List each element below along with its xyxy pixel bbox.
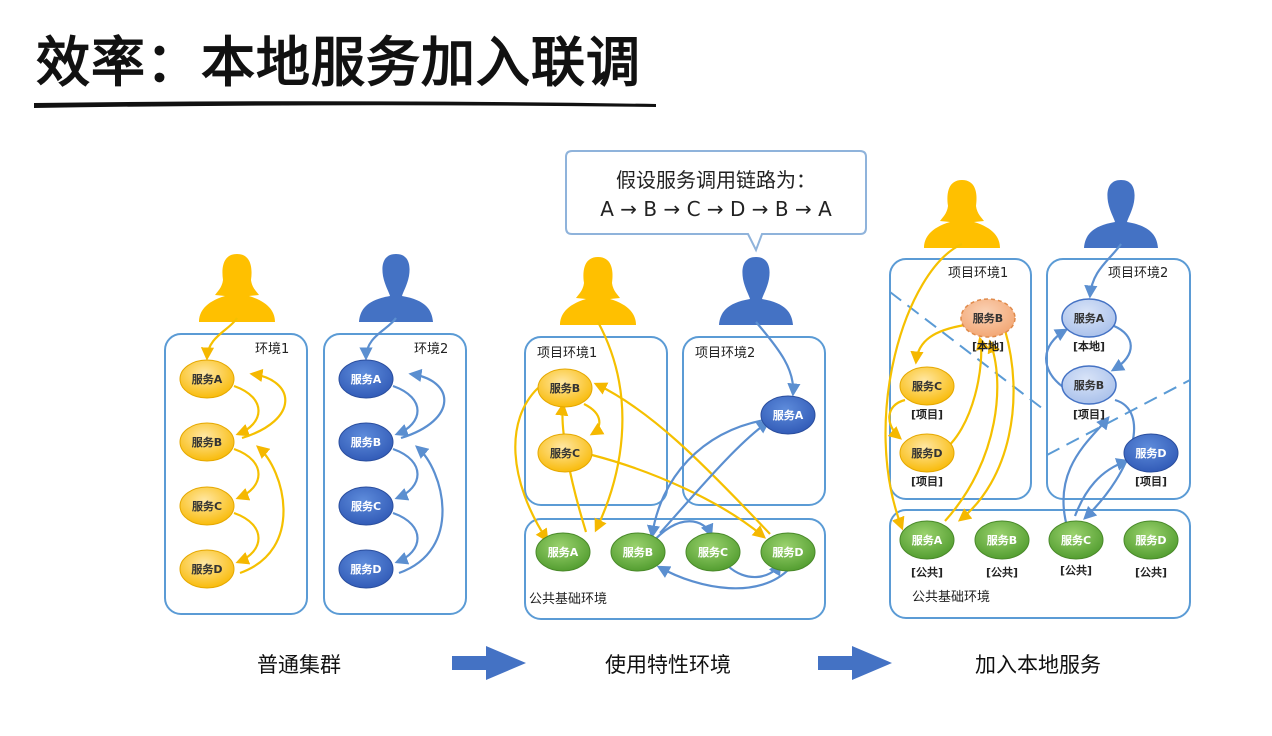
svg-text:服务B: 服务B: [1074, 378, 1104, 392]
local-base-label: 公共基础环境: [912, 590, 990, 605]
service-node[interactable]: 服务B: [179, 422, 235, 462]
env2-label: 环境2: [414, 342, 448, 357]
svg-text:服务C: 服务C: [351, 499, 381, 513]
person-icon: [1084, 180, 1158, 248]
stage-label-normal: 普通集群: [257, 653, 341, 677]
local-proj2-label: 项目环境2: [1108, 266, 1168, 281]
service-node[interactable]: 服务C: [537, 433, 593, 473]
service-tag: [公共]: [986, 565, 1018, 579]
feature-proj2-box: [682, 336, 826, 506]
arrow-right-icon: [818, 646, 892, 680]
service-tag: [项目]: [1135, 475, 1167, 488]
slide-title: 效率：本地服务加入联调: [36, 31, 641, 94]
svg-text:服务B: 服务B: [623, 545, 653, 559]
service-node[interactable]: 服务B: [1061, 365, 1117, 405]
title-underline: [34, 101, 656, 108]
local-base-box: [889, 509, 1191, 619]
svg-text:服务D: 服务D: [1135, 446, 1166, 460]
service-node[interactable]: 服务D: [760, 532, 816, 572]
svg-text:服务C: 服务C: [192, 499, 222, 513]
svg-text:服务D: 服务D: [911, 446, 942, 460]
service-node[interactable]: 服务C: [899, 366, 955, 406]
service-node-local[interactable]: 服务A: [1061, 298, 1117, 338]
svg-text:服务A: 服务A: [773, 408, 804, 422]
svg-text:服务A: 服务A: [351, 372, 382, 386]
service-tag: [项目]: [1073, 408, 1105, 421]
person-icon: [359, 254, 433, 322]
person-icon: [560, 257, 636, 325]
service-node[interactable]: 服务B: [338, 422, 394, 462]
service-node[interactable]: 服务B: [974, 520, 1030, 560]
service-node[interactable]: 服务A: [338, 359, 394, 399]
service-node[interactable]: 服务A: [760, 395, 816, 435]
svg-text:服务C: 服务C: [1061, 533, 1091, 547]
service-node[interactable]: 服务D: [899, 433, 955, 473]
service-node-local[interactable]: 服务B: [960, 298, 1016, 338]
service-node[interactable]: 服务B: [610, 532, 666, 572]
feature-base-box: [524, 518, 826, 620]
service-node[interactable]: 服务D: [338, 549, 394, 589]
service-tag: [公共]: [1135, 565, 1167, 579]
service-tag: [公共]: [911, 565, 943, 579]
service-node[interactable]: 服务C: [179, 486, 235, 526]
svg-text:服务D: 服务D: [1135, 533, 1166, 547]
svg-text:服务B: 服务B: [351, 435, 381, 449]
stage-label-feature: 使用特性环境: [605, 653, 731, 677]
local-proj1-label: 项目环境1: [948, 266, 1008, 281]
svg-text:服务A: 服务A: [192, 372, 223, 386]
service-node[interactable]: 服务C: [338, 486, 394, 526]
callout-bubble: 假设服务调用链路为： A → B → C → D → B → A: [565, 150, 867, 253]
svg-text:服务D: 服务D: [191, 562, 222, 576]
service-node[interactable]: 服务A: [899, 520, 955, 560]
svg-text:服务A: 服务A: [548, 545, 579, 559]
service-tag: [本地]: [972, 339, 1004, 353]
svg-text:服务D: 服务D: [772, 545, 803, 559]
service-node[interactable]: 服务A: [535, 532, 591, 572]
svg-text:服务B: 服务B: [987, 533, 1017, 547]
svg-text:服务B: 服务B: [973, 311, 1003, 325]
service-node[interactable]: 服务B: [537, 368, 593, 408]
stage-label-local: 加入本地服务: [975, 653, 1101, 677]
service-node[interactable]: 服务D: [1123, 433, 1179, 473]
svg-text:服务B: 服务B: [550, 381, 580, 395]
service-node[interactable]: 服务A: [179, 359, 235, 399]
env2-box: [323, 333, 467, 615]
person-icon: [924, 180, 1000, 248]
callout-line2: A → B → C → D → B → A: [600, 197, 832, 221]
arrow-right-icon: [452, 646, 526, 680]
svg-text:服务A: 服务A: [1074, 311, 1105, 325]
svg-text:服务C: 服务C: [912, 379, 942, 393]
feature-proj2-label: 项目环境2: [695, 346, 755, 361]
service-node[interactable]: 服务C: [1048, 520, 1104, 560]
svg-text:服务A: 服务A: [912, 533, 943, 547]
svg-text:服务C: 服务C: [698, 545, 728, 559]
env1-box: [164, 333, 308, 615]
svg-text:服务B: 服务B: [192, 435, 222, 449]
svg-text:服务D: 服务D: [350, 562, 381, 576]
service-tag: [项目]: [911, 408, 943, 421]
service-tag: [本地]: [1073, 339, 1105, 353]
feature-base-label: 公共基础环境: [529, 592, 607, 607]
svg-text:服务C: 服务C: [550, 446, 580, 460]
callout-line1: 假设服务调用链路为：: [616, 168, 816, 192]
feature-proj1-box: [524, 336, 668, 506]
service-node[interactable]: 服务D: [179, 549, 235, 589]
person-icon: [199, 254, 275, 322]
service-tag: [项目]: [911, 475, 943, 488]
service-tag: [公共]: [1060, 563, 1092, 577]
env1-label: 环境1: [255, 342, 289, 357]
person-icon: [719, 257, 793, 325]
feature-proj1-label: 项目环境1: [537, 346, 597, 361]
service-node[interactable]: 服务C: [685, 532, 741, 572]
service-node[interactable]: 服务D: [1123, 520, 1179, 560]
